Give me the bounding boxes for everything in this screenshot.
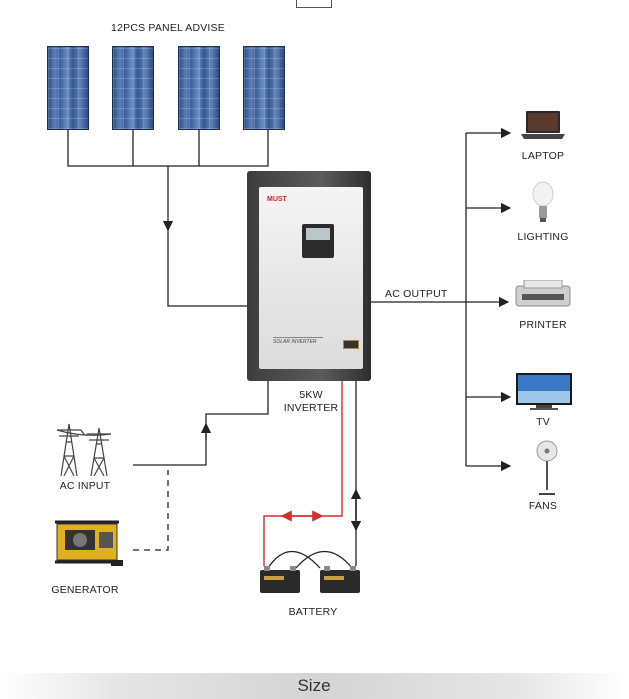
size-title: Size (297, 676, 331, 695)
ac-input-label: AC INPUT (59, 480, 111, 492)
printer-icon (515, 280, 571, 307)
laptop-icon (521, 111, 565, 139)
inverter-label-2: INVERTER (283, 402, 339, 414)
generator-label: GENERATOR (51, 584, 119, 596)
battery-label: BATTERY (288, 606, 338, 618)
inverter-display (302, 224, 334, 258)
battery-icon-1 (260, 566, 300, 593)
battery-icon-2 (320, 566, 360, 593)
load-label-tv: TV (536, 416, 550, 428)
load-label-printer: PRINTER (519, 319, 567, 331)
ac-output-label: AC OUTPUT (385, 288, 448, 300)
panel-bus-wire (67, 130, 269, 167)
top-tab-marker (296, 0, 332, 8)
generator-wire (133, 470, 169, 551)
size-banner (0, 673, 629, 699)
load-label-laptop: LAPTOP (521, 150, 565, 162)
solar-panel-4 (243, 46, 285, 130)
solar-panel-1 (47, 46, 89, 130)
inverter-unit: MUST SOLAR INVERTER (247, 171, 371, 381)
solar-panel-2 (112, 46, 154, 130)
inverter-panel-text: SOLAR INVERTER (273, 337, 323, 349)
panel-to-inverter-wire (167, 228, 247, 307)
panels-title: 12PCS PANEL ADVISE (111, 22, 225, 34)
inverter-led (343, 340, 359, 349)
inverter-label-1: 5KW (299, 389, 323, 401)
inverter-brand: MUST (267, 196, 287, 203)
load-label-fans: FANS (528, 500, 558, 512)
tv-icon (516, 373, 572, 410)
battery-jumper-2 (295, 551, 353, 569)
load-label-lighting: LIGHTING (517, 231, 569, 243)
battery-jumper-1 (267, 551, 321, 569)
ac-input-wire (133, 381, 269, 466)
light-bulb-icon (532, 181, 554, 222)
generator-icon (55, 520, 123, 566)
fan-icon (536, 440, 558, 495)
power-pylon-icon (56, 423, 112, 476)
solar-panel-3 (178, 46, 220, 130)
